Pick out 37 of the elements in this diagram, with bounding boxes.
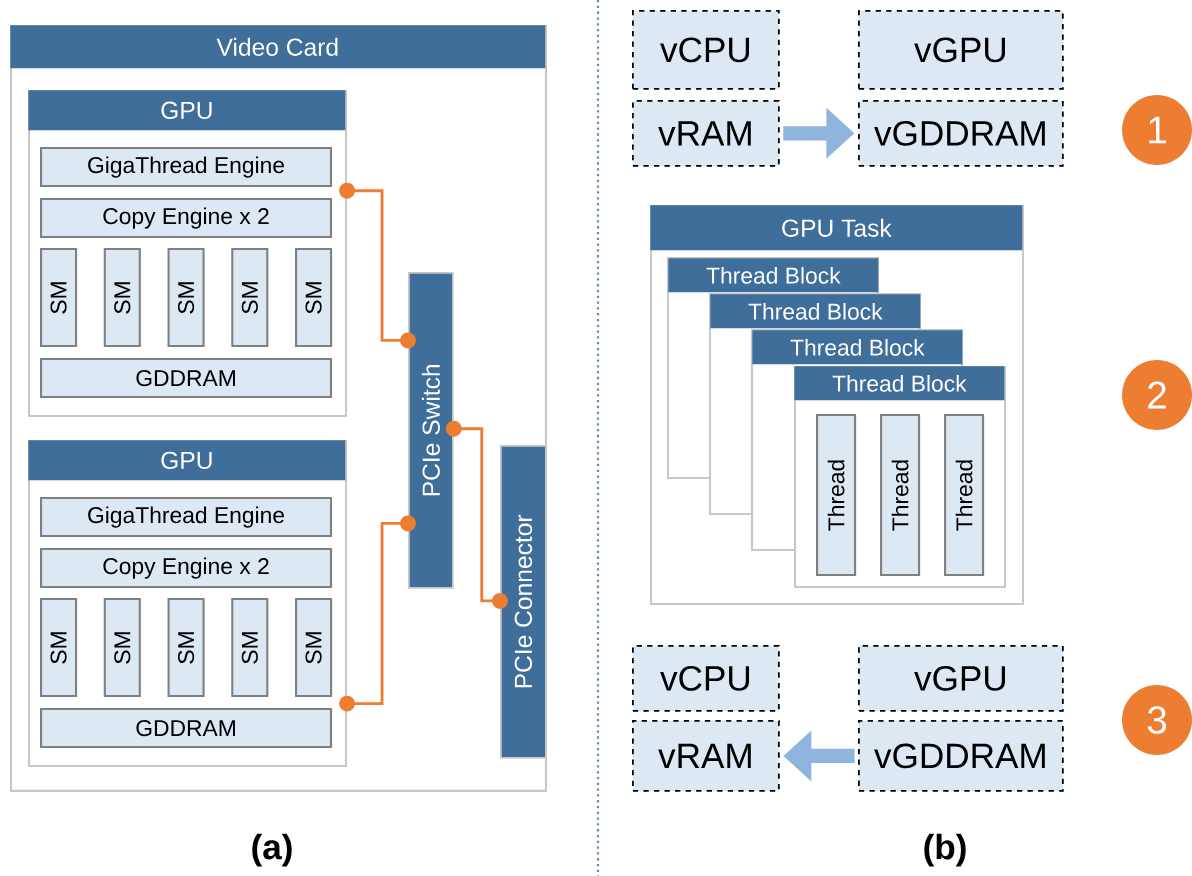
panel-label: (b) [924, 833, 966, 867]
component-box: Copy Engine x 2 [40, 548, 333, 589]
component-box: GDDRAM [40, 708, 333, 749]
component-box: SM [231, 248, 269, 348]
step-number: 3 [1122, 685, 1192, 755]
connector-line [339, 515, 416, 712]
connector-line [445, 420, 508, 609]
component-box: Thread [944, 414, 985, 577]
bus-bar: PCIe Switch [408, 272, 454, 589]
component-box: SM [103, 598, 141, 698]
panel-label: (a) [252, 833, 292, 867]
connector-line [339, 182, 416, 349]
component-box: SM [231, 598, 269, 698]
component-box: Thread [816, 414, 857, 577]
bus-bar: PCIe Connector [500, 445, 547, 759]
dashed-box: vGPU [858, 10, 1064, 90]
component-box: Copy Engine x 2 [40, 198, 333, 239]
component-box: SM [40, 598, 78, 698]
step-number: 1 [1122, 95, 1192, 165]
component-box: GDDRAM [40, 358, 333, 399]
dashed-box: vCPU [632, 10, 780, 90]
dashed-box: vRAM [632, 100, 780, 167]
dashed-box: vGPU [858, 645, 1064, 712]
component-box: SM [295, 598, 333, 698]
step-number: 2 [1122, 360, 1192, 430]
dashed-box: vCPU [632, 645, 780, 712]
dashed-box: vGDDRAM [858, 720, 1064, 792]
component-box: SM [167, 598, 205, 698]
component-box: GigaThread Engine [40, 147, 333, 188]
component-box: Thread [880, 414, 921, 577]
component-box: GigaThread Engine [40, 497, 333, 538]
component-box: SM [295, 248, 333, 348]
dashed-box: vGDDRAM [858, 100, 1064, 167]
component-box: SM [103, 248, 141, 348]
component-box: SM [40, 248, 78, 348]
component-box: SM [167, 248, 205, 348]
dashed-box: vRAM [632, 720, 780, 792]
